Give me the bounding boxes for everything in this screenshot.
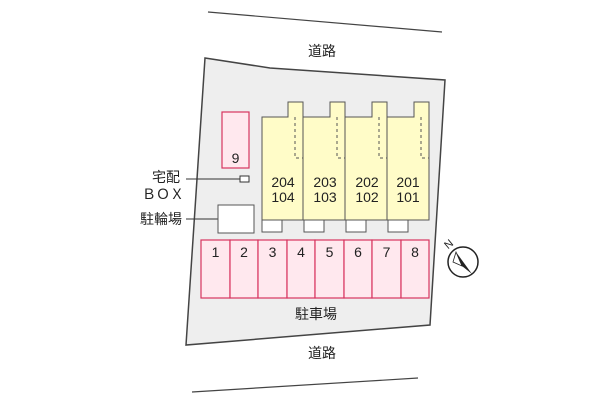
parking-space-3-label: 3 <box>269 244 277 260</box>
parking-space-6-label: 6 <box>354 244 362 260</box>
interior-dashed-line <box>336 117 345 159</box>
delivery-box-label-2: ＢＯＸ <box>142 187 184 203</box>
unit-label-202: 202 <box>355 174 379 190</box>
apartment-building: 204 104 203 103 202 102 201 101 <box>261 101 430 221</box>
parking-space-8-label: 8 <box>411 244 419 260</box>
entrance-pad <box>345 219 367 233</box>
parking-space-6 <box>343 239 373 299</box>
parking-space-2 <box>229 239 259 299</box>
parking-space-9 <box>221 111 250 169</box>
road-top-edge <box>207 11 443 33</box>
delivery-box-label-1: 宅配 <box>152 170 180 186</box>
bicycle-parking <box>217 204 255 234</box>
road-bottom-label: 道路 <box>308 346 336 362</box>
unit-label-102: 102 <box>355 189 379 205</box>
road-top-label: 道路 <box>308 44 336 60</box>
road-bottom-edge <box>191 377 419 393</box>
entrance-pad <box>261 219 283 233</box>
unit-label-203: 203 <box>313 174 337 190</box>
entrance-pad <box>387 219 409 233</box>
interior-dashed-line <box>378 117 387 159</box>
unit-label-104: 104 <box>271 189 295 205</box>
compass-needle-hollow <box>452 250 463 267</box>
parking-space-2-label: 2 <box>240 244 248 260</box>
delivery-box <box>239 175 250 183</box>
parking-row: 1 2 3 4 5 6 7 8 <box>200 239 430 299</box>
north-arrow-icon: N <box>442 238 479 278</box>
unit-label-201: 201 <box>396 174 420 190</box>
compass-needle <box>456 252 472 274</box>
parking-space-7-label: 7 <box>383 244 391 260</box>
parking-space-9-label: 9 <box>232 150 240 166</box>
parking-lot-label: 駐車場 <box>295 306 337 323</box>
parking-space-3 <box>257 239 288 299</box>
interior-dashed-line <box>420 117 429 159</box>
parking-space-1-label: 1 <box>212 244 220 260</box>
parking-space-7 <box>371 239 402 299</box>
unit-label-101: 101 <box>396 189 420 205</box>
parking-space-5 <box>314 239 345 299</box>
entrance-pad <box>303 219 325 233</box>
unit-label-103: 103 <box>313 189 337 205</box>
parking-space-4-label: 4 <box>297 244 305 260</box>
parking-space-1 <box>200 239 231 299</box>
parking-space-5-label: 5 <box>326 244 334 260</box>
interior-dashed-line <box>294 117 303 159</box>
bicycle-parking-label: 駐輪場 <box>140 211 182 228</box>
unit-label-204: 204 <box>271 174 295 190</box>
parking-space-8 <box>400 239 430 299</box>
